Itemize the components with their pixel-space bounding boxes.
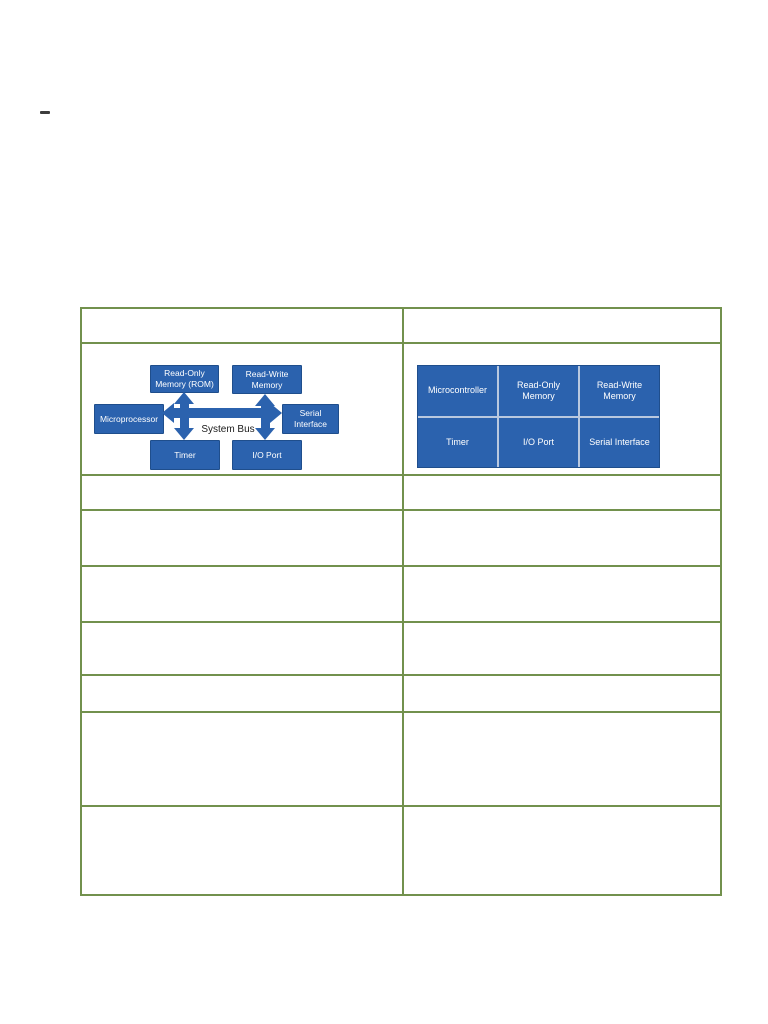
table-cell: [80, 509, 404, 567]
vertical-arrowhead-down-left-icon: [174, 428, 194, 440]
table-cell: [402, 474, 722, 511]
serial-interface-box: Serial Interface: [282, 404, 339, 434]
table-cell: [80, 565, 404, 623]
table-cell: [80, 621, 404, 676]
microprocessor-box-label: Microprocessor: [99, 413, 159, 424]
header-cell-left: [80, 307, 404, 344]
dash-mark: [40, 111, 50, 114]
grid-cell-microcontroller: Microcontroller: [418, 366, 497, 416]
grid-cell-read-write-memory: Read-Write Memory: [580, 366, 659, 416]
io-port-box: I/O Port: [232, 440, 302, 470]
table-row: [80, 474, 722, 511]
timer-box-label: Timer: [174, 449, 196, 460]
system-bus-label: System Bus: [201, 424, 255, 435]
vertical-bus-arrow-left: [180, 401, 189, 431]
table-cell: [402, 621, 722, 676]
table-row: [80, 805, 722, 896]
system-bus-arrow: [174, 408, 272, 418]
microcontroller-diagram-cell: Microcontroller Read-Only Memory Read-Wr…: [402, 342, 722, 476]
table-cell: [80, 674, 404, 713]
table-row: [80, 565, 722, 623]
io-port-box-label: I/O Port: [252, 449, 282, 460]
grid-cell-read-only-memory: Read-Only Memory: [499, 366, 578, 416]
table-row: [80, 711, 722, 807]
rom-box-label-line2: Memory (ROM): [155, 379, 214, 389]
microcontroller-grid: Microcontroller Read-Only Memory Read-Wr…: [417, 365, 660, 468]
read-write-memory-box: Read-Write Memory: [232, 365, 302, 394]
comparison-table: Read-Only Memory (ROM) Read-Write Memory…: [80, 307, 722, 896]
vertical-arrowhead-down-right-icon: [255, 428, 275, 440]
serial-interface-label-line2: Interface: [293, 419, 328, 429]
vertical-arrowhead-up-left-icon: [174, 392, 194, 404]
table-row: [80, 509, 722, 567]
grid-cell-io-port: I/O Port: [499, 417, 578, 467]
vertical-bus-arrow-right: [261, 402, 270, 431]
read-write-memory-label-line1: Read-Write: [245, 368, 289, 379]
grid-cell-timer: Timer: [418, 417, 497, 467]
microcontroller-grid-diagram: Microcontroller Read-Only Memory Read-Wr…: [404, 344, 720, 474]
microprocessor-box: Microprocessor: [94, 404, 164, 434]
rom-box-label-line1: Read-Only: [164, 368, 205, 379]
header-cell-right: [402, 307, 722, 344]
table-cell: [80, 474, 404, 511]
bus-arrowhead-left-icon: [162, 403, 174, 423]
table-cell: [402, 805, 722, 896]
read-write-memory-label-line2: Memory: [251, 379, 283, 390]
rom-box: Read-Only Memory (ROM): [150, 365, 219, 393]
table-cell: [402, 509, 722, 567]
table-cell: [402, 674, 722, 713]
vertical-arrowhead-up-right-icon: [255, 394, 275, 406]
serial-interface-label-line1: Serial: [299, 408, 322, 419]
table-cell: [402, 565, 722, 623]
timer-box: Timer: [150, 440, 220, 470]
table-header-row: [80, 307, 722, 344]
microprocessor-diagram-cell: Read-Only Memory (ROM) Read-Write Memory…: [80, 342, 404, 476]
table-cell: [80, 711, 404, 807]
table-row: [80, 621, 722, 676]
grid-cell-serial-interface: Serial Interface: [580, 417, 659, 467]
microprocessor-block-diagram: Read-Only Memory (ROM) Read-Write Memory…: [82, 344, 402, 474]
diagram-row: Read-Only Memory (ROM) Read-Write Memory…: [80, 342, 722, 476]
table-cell: [402, 711, 722, 807]
table-row: [80, 674, 722, 713]
table-cell: [80, 805, 404, 896]
bus-arrowhead-right-icon: [270, 403, 282, 423]
